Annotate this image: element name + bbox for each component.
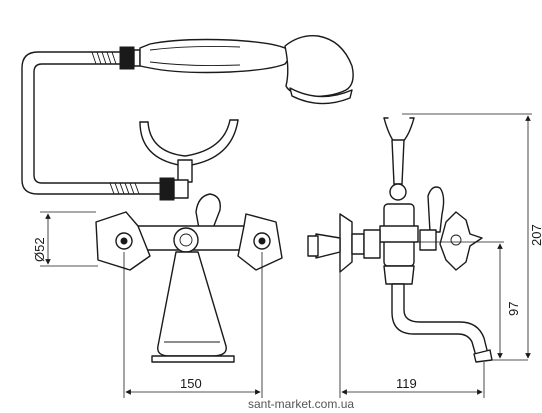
shower-cradle (139, 119, 239, 183)
width-front-label: 150 (180, 376, 202, 391)
width-side-label: 119 (396, 376, 417, 391)
front-view: Ø52 150 (21, 35, 354, 398)
side-cradle (383, 117, 415, 185)
height-total-label: 207 (529, 224, 542, 246)
wall-connector (307, 213, 381, 273)
width-side-dimension: 119 (339, 272, 485, 398)
hand-shower (119, 35, 354, 105)
side-view: 119 97 207 (307, 113, 542, 398)
height-spout-dimension: 97 (416, 241, 528, 361)
width-front-dimension: 150 (123, 252, 263, 398)
spout (391, 283, 493, 363)
column-base (151, 251, 235, 363)
height-spout-label: 97 (506, 302, 521, 316)
height-total-dimension: 207 (402, 113, 542, 359)
diameter-dimension: Ø52 (32, 211, 98, 267)
side-column (379, 183, 419, 285)
watermark-text: sant-market.com.ua (248, 397, 354, 411)
hose-connector (159, 177, 189, 201)
side-cross-handle (439, 211, 483, 271)
cross-handle-right (237, 213, 283, 271)
side-lever (419, 186, 445, 251)
hose-nut-top (119, 46, 135, 70)
cross-handle-left (95, 211, 151, 271)
diameter-label: Ø52 (32, 237, 47, 262)
shower-hose (21, 51, 161, 195)
